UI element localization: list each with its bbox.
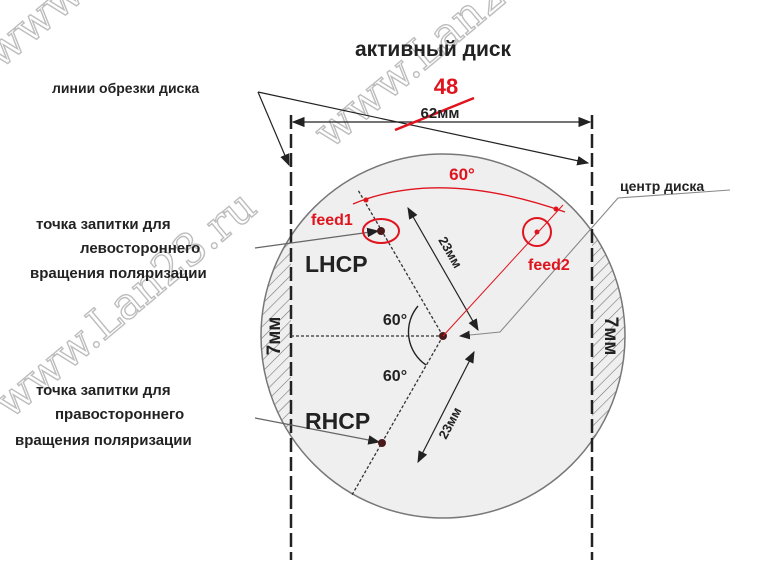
rhcp-label: RHCP (305, 408, 370, 434)
dim-upper (407, 206, 479, 332)
strike-width (394, 96, 475, 132)
rhcp-desc-3: вращения поляризации (15, 432, 192, 449)
rhcp-leader (254, 417, 381, 445)
feed1-marker (362, 218, 400, 244)
rhcp-desc-2: правостороннего (55, 406, 184, 423)
red-annotations (352, 96, 566, 337)
margin-left-label: 7мм (264, 317, 285, 356)
rhcp-feed-point (378, 439, 386, 447)
arc-end-left (363, 197, 369, 203)
feed-angle-arc (352, 187, 566, 213)
angle-upper-label: 60° (383, 312, 407, 329)
width-label: 62мм (421, 105, 460, 122)
rhcp-desc-1: точка запитки для (36, 382, 171, 399)
lhcp-leader (254, 227, 380, 249)
feed2-label: feed2 (528, 257, 570, 274)
dim-lower (417, 350, 475, 464)
cut-leader-left (257, 91, 290, 167)
cut-leader-right (257, 91, 590, 166)
margin-right-label: 7мм (600, 317, 621, 356)
lhcp-axis (357, 189, 444, 337)
new-width-label: 48 (434, 74, 458, 99)
feed-angle-label: 60° (449, 165, 475, 184)
arc-end-right (553, 206, 559, 212)
feed2-marker (522, 217, 552, 247)
cut-lines-label: линии обрезки диска (52, 80, 199, 96)
lhcp-label: LHCP (305, 251, 368, 277)
lhcp-desc-1: точка запитки для (36, 216, 171, 233)
feed2-axis (442, 204, 564, 337)
lhcp-desc-2: левостороннего (80, 240, 200, 257)
svg-text:www.Lan23.ru: www.Lan23.ru (0, 0, 256, 78)
feed2-point (534, 229, 540, 235)
center-label: центр диска (620, 178, 704, 194)
lhcp-desc-3: вращения поляризации (30, 265, 207, 282)
lhcp-feed-point (377, 227, 385, 235)
title: активный диск (355, 38, 512, 61)
angle-lower-label: 60° (383, 368, 407, 385)
center-leader (458, 189, 731, 340)
feed1-label: feed1 (311, 212, 353, 229)
